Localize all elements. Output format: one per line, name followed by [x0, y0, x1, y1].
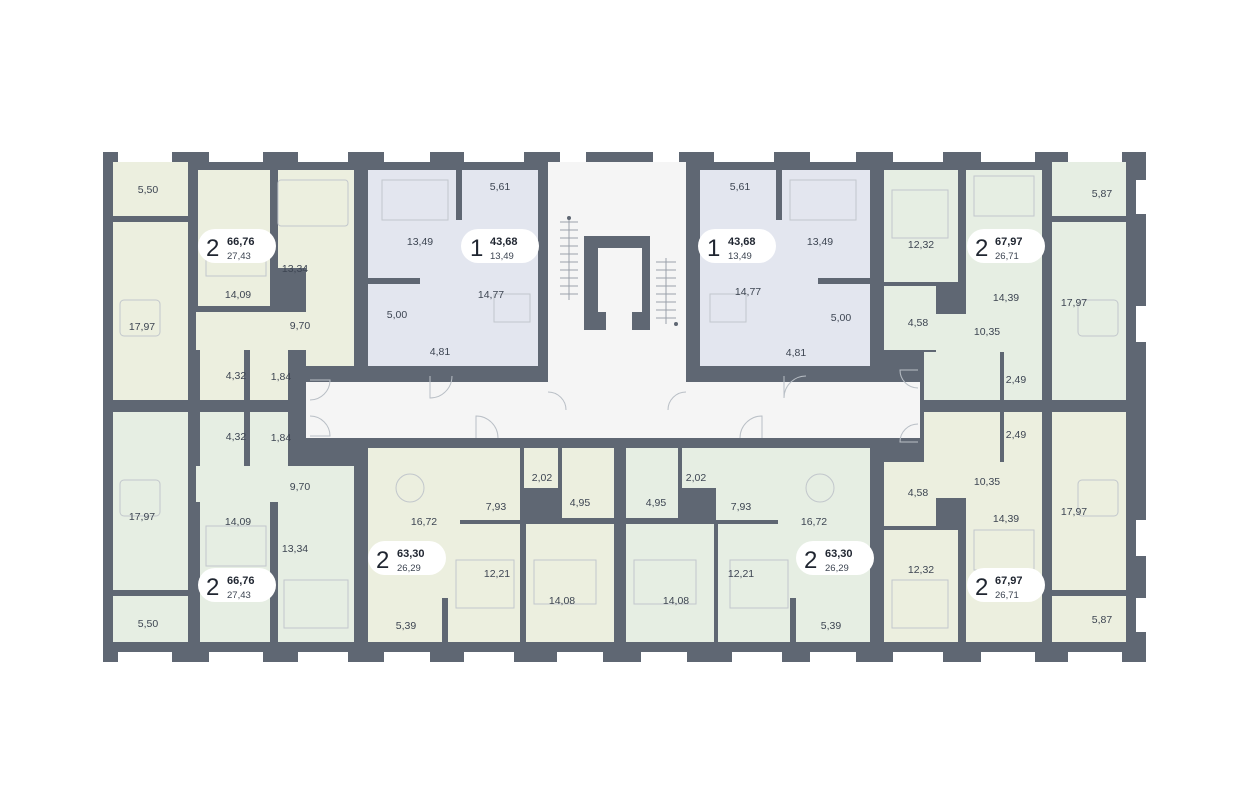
room-area: 17,97 — [1061, 506, 1087, 518]
door-swings — [309, 369, 919, 443]
room-area: 14,77 — [735, 286, 761, 298]
apartment-n-center-left[interactable] — [368, 170, 538, 366]
room-area: 13,34 — [282, 543, 308, 555]
room-area: 14,77 — [478, 289, 504, 301]
apartment-badge[interactable]: 1 43,68 13,49 — [461, 229, 539, 263]
room-area: 16,72 — [801, 516, 827, 528]
room-area-labels: 5,50 14,09 13,34 17,97 9,70 4,32 1,84 13… — [129, 181, 1113, 632]
room-area: 4,81 — [430, 346, 451, 358]
badge-total-area: 66,76 — [227, 575, 255, 587]
badge-rooms: 2 — [206, 574, 219, 601]
room-area: 7,93 — [731, 501, 752, 513]
apartment-sw[interactable] — [113, 412, 354, 642]
badge-living-area: 26,71 — [995, 251, 1019, 262]
windows-top — [118, 152, 1122, 162]
badge-living-area: 13,49 — [490, 251, 514, 262]
windows-bottom — [118, 652, 1122, 662]
badge-total-area: 63,30 — [825, 548, 853, 560]
badge-total-area: 67,97 — [995, 236, 1023, 248]
room-area: 13,34 — [282, 263, 308, 275]
room-area: 14,08 — [549, 595, 575, 607]
room-area: 1,84 — [271, 432, 292, 444]
room-area: 4,58 — [908, 317, 929, 329]
apartment-badge[interactable]: 2 66,76 27,43 — [198, 568, 276, 602]
apartment-badge[interactable]: 2 67,97 26,71 — [967, 229, 1045, 263]
room-area: 14,39 — [993, 513, 1019, 525]
room-area: 4,95 — [570, 497, 591, 509]
room-area: 17,97 — [129, 511, 155, 523]
room-area: 14,39 — [993, 292, 1019, 304]
badge-living-area: 27,43 — [227, 590, 251, 601]
room-area: 14,09 — [225, 289, 251, 301]
room-area: 9,70 — [290, 481, 311, 493]
room-area: 12,21 — [484, 568, 510, 580]
badge-rooms: 2 — [975, 235, 988, 262]
badge-living-area: 26,29 — [825, 563, 849, 574]
room-area: 5,50 — [138, 184, 159, 196]
room-area: 10,35 — [974, 476, 1000, 488]
room-area: 7,93 — [486, 501, 507, 513]
room-area: 16,72 — [411, 516, 437, 528]
room-area: 1,84 — [271, 371, 292, 383]
badge-living-area: 26,71 — [995, 590, 1019, 601]
badge-rooms: 1 — [470, 235, 483, 262]
apartment-n-center-right[interactable] — [700, 170, 870, 366]
apartment-nw[interactable] — [113, 162, 354, 400]
badge-living-area: 26,29 — [397, 563, 421, 574]
room-area: 5,39 — [821, 620, 842, 632]
windows-right — [1136, 180, 1146, 632]
apartment-se[interactable] — [884, 412, 1126, 642]
badge-rooms: 2 — [975, 574, 988, 601]
room-area: 12,21 — [728, 568, 754, 580]
room-area: 12,32 — [908, 564, 934, 576]
room-area: 14,08 — [663, 595, 689, 607]
badge-rooms: 1 — [707, 235, 720, 262]
badge-total-area: 66,76 — [227, 236, 255, 248]
badge-rooms: 2 — [206, 235, 219, 262]
room-area: 2,49 — [1006, 374, 1027, 386]
room-area: 5,87 — [1092, 614, 1113, 626]
room-area: 9,70 — [290, 320, 311, 332]
apartment-s-center-left[interactable] — [368, 448, 614, 642]
badge-living-area: 13,49 — [728, 251, 752, 262]
badge-rooms: 2 — [376, 547, 389, 574]
room-area: 4,32 — [226, 370, 247, 382]
room-area: 5,00 — [831, 312, 852, 324]
stair-core — [560, 216, 678, 330]
room-area: 5,61 — [490, 181, 511, 193]
room-area: 4,95 — [646, 497, 667, 509]
room-area: 13,49 — [807, 236, 833, 248]
room-area: 4,81 — [786, 347, 807, 359]
room-area: 10,35 — [974, 326, 1000, 338]
badge-rooms: 2 — [804, 547, 817, 574]
furniture — [119, 175, 1119, 629]
apartment-badge[interactable]: 1 43,68 13,49 — [698, 229, 776, 263]
apartment-badge[interactable]: 2 66,76 27,43 — [198, 229, 276, 263]
room-area: 13,49 — [407, 236, 433, 248]
room-area: 2,02 — [686, 472, 707, 484]
badge-total-area: 43,68 — [490, 236, 518, 248]
room-area: 17,97 — [129, 321, 155, 333]
badge-living-area: 27,43 — [227, 251, 251, 262]
room-area: 2,02 — [532, 472, 553, 484]
badge-total-area: 43,68 — [728, 236, 756, 248]
apartment-badge[interactable]: 2 63,30 26,29 — [796, 541, 874, 575]
room-area: 2,49 — [1006, 429, 1027, 441]
room-area: 5,87 — [1092, 188, 1113, 200]
room-area: 4,58 — [908, 487, 929, 499]
room-area: 14,09 — [225, 516, 251, 528]
badge-total-area: 67,97 — [995, 575, 1023, 587]
room-area: 17,97 — [1061, 297, 1087, 309]
room-area: 5,39 — [396, 620, 417, 632]
apartment-badge[interactable]: 2 67,97 26,71 — [967, 568, 1045, 602]
room-area: 12,32 — [908, 239, 934, 251]
room-area: 5,50 — [138, 618, 159, 630]
apartment-badge[interactable]: 2 63,30 26,29 — [368, 541, 446, 575]
badge-total-area: 63,30 — [397, 548, 425, 560]
room-area: 4,32 — [226, 431, 247, 443]
room-area: 5,61 — [730, 181, 751, 193]
room-area: 5,00 — [387, 309, 408, 321]
common-corridor — [306, 162, 920, 438]
